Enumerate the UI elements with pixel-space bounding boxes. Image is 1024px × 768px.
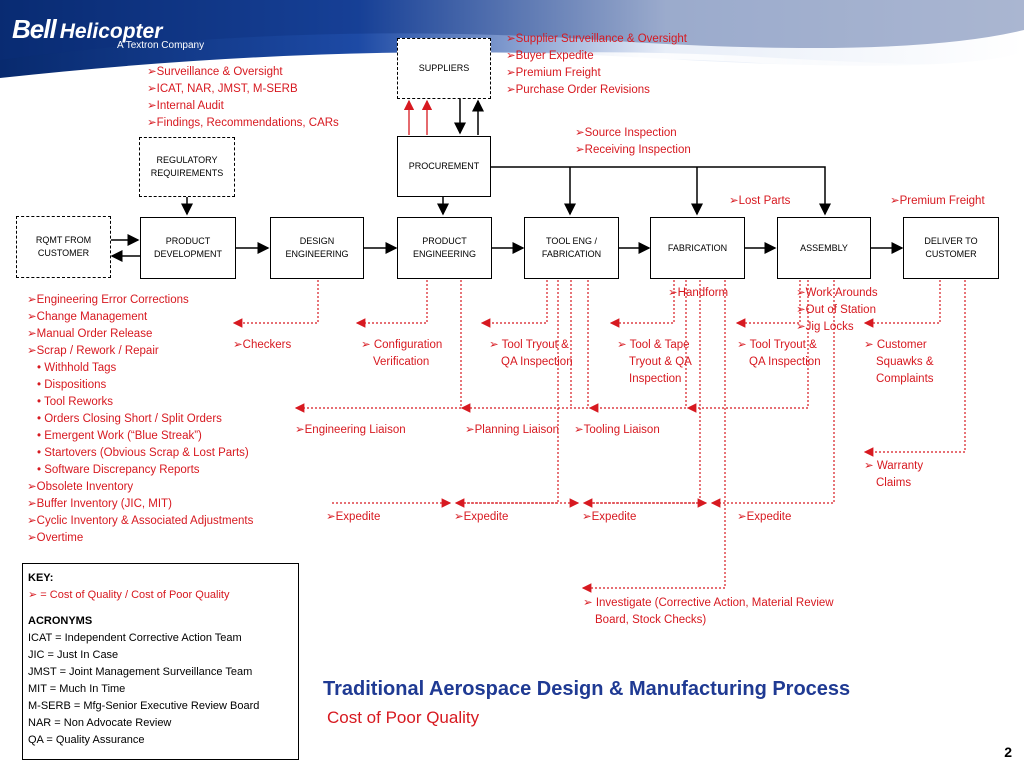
procurement-notes: ➢Source Inspection ➢Receiving Inspection xyxy=(575,125,691,159)
note-item: ➢Engineering Error Corrections xyxy=(27,294,189,306)
acronym-item: JMST = Joint Management Surveillance Tea… xyxy=(28,666,253,678)
note-item: ➢Change Management xyxy=(27,311,148,323)
logo-wordmark: Helicopter xyxy=(59,20,163,43)
product-development-box: PRODUCT DEVELOPMENT xyxy=(140,217,236,279)
rqmt-from-customer-box: RQMT FROM CUSTOMER xyxy=(16,216,111,278)
note-subitem: • Withhold Tags xyxy=(37,362,117,374)
procurement-box: PROCUREMENT xyxy=(397,136,491,197)
expedite-note-2: ➢Expedite xyxy=(454,511,509,523)
key-heading: KEY: xyxy=(28,572,54,584)
suppliers-notes: ➢Supplier Surveillance & Oversight ➢Buye… xyxy=(506,31,687,99)
note-item: ➢Scrap / Rework / Repair xyxy=(27,345,159,357)
acronym-item: M-SERB = Mfg-Senior Executive Review Boa… xyxy=(28,700,260,712)
note-subitem: • Orders Closing Short / Split Orders xyxy=(37,413,222,425)
customer-squawks-note: ➢ Customer Squawks & Complaints xyxy=(864,339,934,385)
tool-tape-tryout-note: ➢ Tool & Tape Tryout & QA Inspection xyxy=(617,339,692,385)
logo-subtitle: A Textron Company xyxy=(117,40,205,51)
design-engineering-box: DESIGN ENGINEERING xyxy=(270,217,364,279)
page-number: 2 xyxy=(1004,744,1012,760)
note-item: ➢Buyer Expedite xyxy=(506,50,594,62)
engineering-liaison-note: ➢Engineering Liaison xyxy=(295,424,406,436)
slide-subtitle: Cost of Poor Quality xyxy=(327,708,480,727)
note-item: ➢Cyclic Inventory & Associated Adjustmen… xyxy=(27,515,254,527)
acronym-item: ICAT = Independent Corrective Action Tea… xyxy=(28,632,242,644)
expedite-note-4: ➢Expedite xyxy=(737,511,792,523)
acronyms-heading: ACRONYMS xyxy=(28,615,93,627)
note-item: ➢Supplier Surveillance & Oversight xyxy=(506,33,687,45)
regulatory-requirements-box: REGULATORY REQUIREMENTS xyxy=(139,137,235,197)
note-item: ➢ICAT, NAR, JMST, M-SERB xyxy=(147,83,298,95)
logo-mark: Bell xyxy=(12,14,57,44)
note-item: ➢Buffer Inventory (JIC, MIT) xyxy=(27,498,172,510)
warranty-claims-note: ➢ Warranty Claims xyxy=(864,460,924,489)
engineering-cost-list: ➢Engineering Error Corrections ➢Change M… xyxy=(27,292,253,547)
note-item: ➢Obsolete Inventory xyxy=(27,481,134,493)
investigate-note: ➢ Investigate (Corrective Action, Materi… xyxy=(583,597,834,626)
product-engineering-box: PRODUCT ENGINEERING xyxy=(397,217,492,279)
key-legend: KEY: ➢ = Cost of Quality / Cost of Poor … xyxy=(22,563,299,760)
lost-parts-note: ➢Lost Parts xyxy=(729,195,791,207)
assembly-box: ASSEMBLY xyxy=(777,217,871,279)
note-item: ➢Purchase Order Revisions xyxy=(506,84,650,96)
header-banner xyxy=(0,0,1024,78)
note-item: ➢Findings, Recommendations, CARs xyxy=(147,117,339,129)
note-subitem: • Startovers (Obvious Scrap & Lost Parts… xyxy=(37,447,249,459)
assembly-tool-tryout-note: ➢ Tool Tryout & QA Inspection xyxy=(737,339,821,368)
planning-liaison-note: ➢Planning Liaison xyxy=(465,424,560,436)
note-item: ➢Manual Order Release xyxy=(27,328,153,340)
note-subitem: • Emergent Work (“Blue Streak”) xyxy=(37,430,202,442)
config-verification-note: ➢ Configuration Verification xyxy=(361,339,443,368)
suppliers-box: SUPPLIERS xyxy=(397,38,491,99)
acronym-item: QA = Quality Assurance xyxy=(28,734,145,746)
deliver-to-customer-box: DELIVER TO CUSTOMER xyxy=(903,217,999,279)
tool-eng-fabrication-box: TOOL ENG / FABRICATION xyxy=(524,217,619,279)
tool-tryout-qa-note: ➢ Tool Tryout & QA Inspection xyxy=(489,339,573,368)
fabrication-box: FABRICATION xyxy=(650,217,745,279)
assembly-issues-notes: ➢Work Arounds ➢Out of Station ➢Jig Locks xyxy=(796,285,878,336)
note-item: ➢Out of Station xyxy=(796,304,876,316)
note-item: ➢Work Arounds xyxy=(796,287,878,299)
expedite-note-3: ➢Expedite xyxy=(582,511,637,523)
note-subitem: • Dispositions xyxy=(37,379,107,391)
note-item: ➢Overtime xyxy=(27,532,84,544)
expedite-note-1: ➢Expedite xyxy=(326,511,381,523)
note-subitem: • Tool Reworks xyxy=(37,396,114,408)
acronym-item: MIT = Much In Time xyxy=(28,683,126,695)
note-item: ➢Internal Audit xyxy=(147,100,224,112)
regulatory-notes: ➢Surveillance & Oversight ➢ICAT, NAR, JM… xyxy=(147,64,339,132)
checkers-note: ➢Checkers xyxy=(233,339,292,351)
note-item: ➢Source Inspection xyxy=(575,127,677,139)
acronym-item: NAR = Non Advocate Review xyxy=(28,717,172,729)
note-item: ➢Premium Freight xyxy=(506,67,601,79)
note-item: ➢Jig Locks xyxy=(796,321,854,333)
premium-freight-note: ➢Premium Freight xyxy=(890,195,985,207)
key-symbol-row: ➢ = Cost of Quality / Cost of Poor Quali… xyxy=(28,589,230,601)
handform-note: ➢Handform xyxy=(668,287,729,299)
note-item: ➢Surveillance & Oversight xyxy=(147,66,283,78)
slide-title: Traditional Aerospace Design & Manufactu… xyxy=(323,678,851,700)
acronym-item: JIC = Just In Case xyxy=(28,649,119,661)
note-item: ➢Receiving Inspection xyxy=(575,144,691,156)
tooling-liaison-note: ➢Tooling Liaison xyxy=(574,424,660,436)
note-subitem: • Software Discrepancy Reports xyxy=(37,464,200,476)
